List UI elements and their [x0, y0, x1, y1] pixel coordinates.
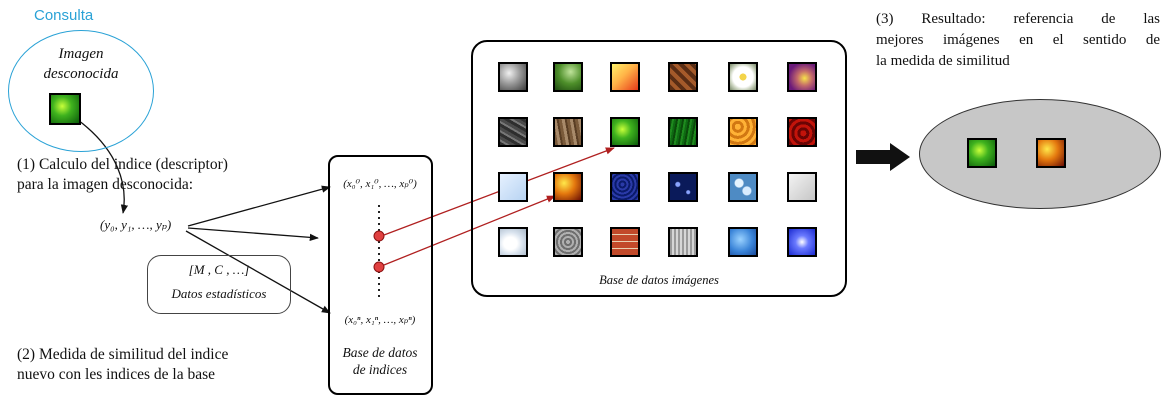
stats-box [147, 255, 291, 314]
consulta-circle [8, 30, 154, 152]
image-thumbnail-light-grey [787, 172, 817, 202]
stats-label: Datos estadísticos [171, 286, 267, 301]
image-thumbnail-blue-water [728, 227, 758, 257]
vector-to-last-index-arrow [185, 230, 331, 314]
query-caption-line2: desconocida [43, 66, 119, 82]
step2-text: (2) Medida de similitud del indice nuevo… [17, 345, 228, 385]
image-thumbnail-green-leaf [553, 62, 583, 92]
image-thumbnail-grey-fabric [668, 227, 698, 257]
image-thumbnail-blue-droplets [728, 172, 758, 202]
index-label-line1: Base de datos [342, 345, 418, 360]
image-thumbnail-blue-radial [787, 227, 817, 257]
stats-set: [M , C , …] [188, 262, 250, 277]
image-thumbnail-grey-blur [498, 62, 528, 92]
step1-text: (1) Calculo del indice (descriptor) para… [17, 155, 228, 195]
image-database-label: Base de datos imágenes [599, 273, 719, 287]
image-thumbnail-purple-yellow [787, 62, 817, 92]
index-database-box [328, 155, 433, 395]
vector-to-first-index-arrow [187, 185, 331, 227]
result-thumbnail-orange-radial [1036, 138, 1066, 168]
step2-line1: (2) Medida de similitud del indice [17, 346, 229, 363]
result-line1: (3) Resultado: referencia de las [876, 11, 1160, 27]
query-caption-line1: Imagen [58, 46, 104, 62]
vector-to-middle-index-arrow [187, 227, 319, 242]
index-database-label: Base de datos de indices [328, 344, 432, 378]
index-label-line2: de indices [352, 362, 408, 377]
image-database-box [471, 40, 847, 297]
image-thumbnail-brown-weave [668, 62, 698, 92]
query-vector: (y₀, y₁, …, yₚ) [100, 217, 172, 232]
query-caption: Imagen desconocida [8, 44, 154, 84]
result-thumbnail-green-radial [967, 138, 997, 168]
index-first-vector: (x₀⁰, x₁⁰, …, xₚ⁰) [343, 178, 417, 190]
match-marker-2 [373, 261, 385, 273]
image-thumbnail-dark-stone [498, 117, 528, 147]
image-thumbnail-blue-noise [610, 172, 640, 202]
image-thumbnail-brick-wall [610, 227, 640, 257]
image-thumbnail-green-grass [668, 117, 698, 147]
image-thumbnail-light-blue [498, 172, 528, 202]
step1-line1: (1) Calculo del indice (descriptor) [17, 156, 228, 173]
result-line2: mejores imágenes en el sentido de [876, 32, 1160, 48]
image-thumbnail-grey-gravel [553, 227, 583, 257]
consulta-title: Consulta [34, 7, 94, 24]
step2-line2: nuevo con les indices de la base [17, 366, 215, 383]
result-text: (3) Resultado: referencia de las mejores… [876, 9, 1160, 72]
image-thumbnail-green-radial [610, 117, 640, 147]
image-thumbnail-orange-gradient [610, 62, 640, 92]
result-arrow [856, 143, 910, 171]
image-thumbnail-navy-stars [668, 172, 698, 202]
index-last-vector: (x₀ⁿ, x₁ⁿ, …, xₚⁿ) [344, 314, 416, 326]
step1-line2: para la imagen desconocida: [17, 176, 194, 193]
image-thumbnail-orange-radial [553, 172, 583, 202]
image-thumbnail-white-flower [728, 62, 758, 92]
image-thumbnail-brown-bark [553, 117, 583, 147]
result-line3: la medida de similitud [876, 53, 1010, 69]
query-image-thumbnail [49, 93, 81, 125]
match-marker-1 [373, 230, 385, 242]
image-thumbnail-white-drop [498, 227, 528, 257]
match-arrow-2 [383, 195, 556, 266]
image-thumbnail-red-swirl [787, 117, 817, 147]
image-thumbnail-orange-texture [728, 117, 758, 147]
